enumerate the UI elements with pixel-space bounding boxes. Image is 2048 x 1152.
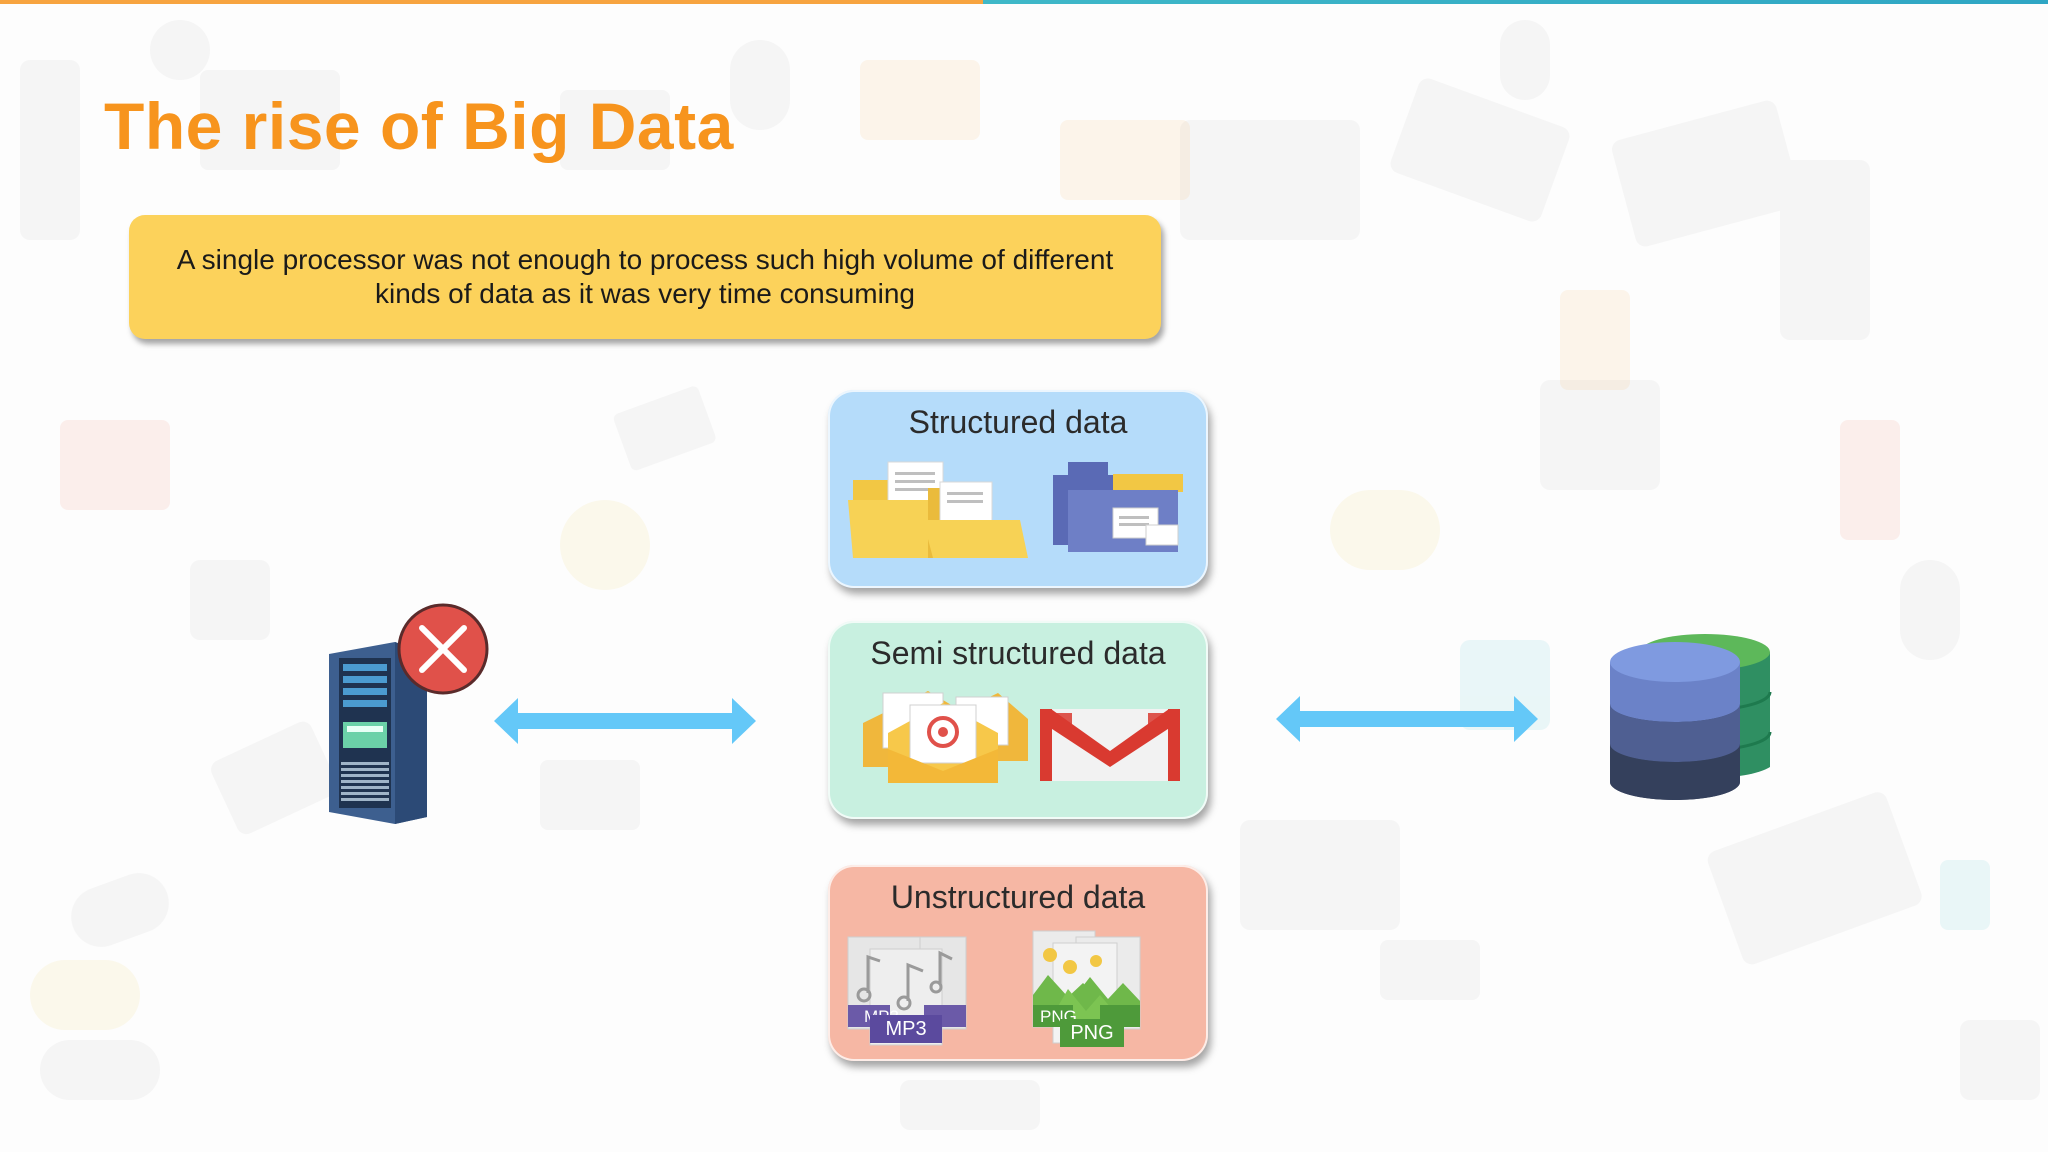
error-x-icon <box>397 603 489 695</box>
unstructured-data-card: Unstructured data MP3 MP3 PNG PNG <box>828 865 1208 1061</box>
top-accent-line <box>0 0 2048 4</box>
info-callout-text: A single processor was not enough to pro… <box>176 244 1114 309</box>
mp3-label: MP3 <box>885 1018 926 1040</box>
structured-data-card: Structured data <box>828 390 1208 588</box>
png-label: PNG <box>1070 1022 1113 1044</box>
slide-title: The rise of Big Data <box>104 89 734 163</box>
unstructured-data-label: Unstructured data <box>890 879 1146 915</box>
media-files-icon: MP3 MP3 PNG PNG <box>847 930 1141 1047</box>
email-icon <box>863 691 1180 783</box>
double-arrow-right <box>1276 696 1538 742</box>
semi-structured-data-card: Semi structured data <box>828 621 1208 819</box>
server-icon <box>329 603 489 824</box>
semi-structured-data-label: Semi structured data <box>870 635 1166 671</box>
folders-icon <box>848 461 1183 558</box>
info-callout: A single processor was not enough to pro… <box>129 215 1161 339</box>
structured-data-label: Structured data <box>908 404 1128 440</box>
database-icon <box>1610 634 1772 800</box>
double-arrow-left <box>494 698 756 744</box>
